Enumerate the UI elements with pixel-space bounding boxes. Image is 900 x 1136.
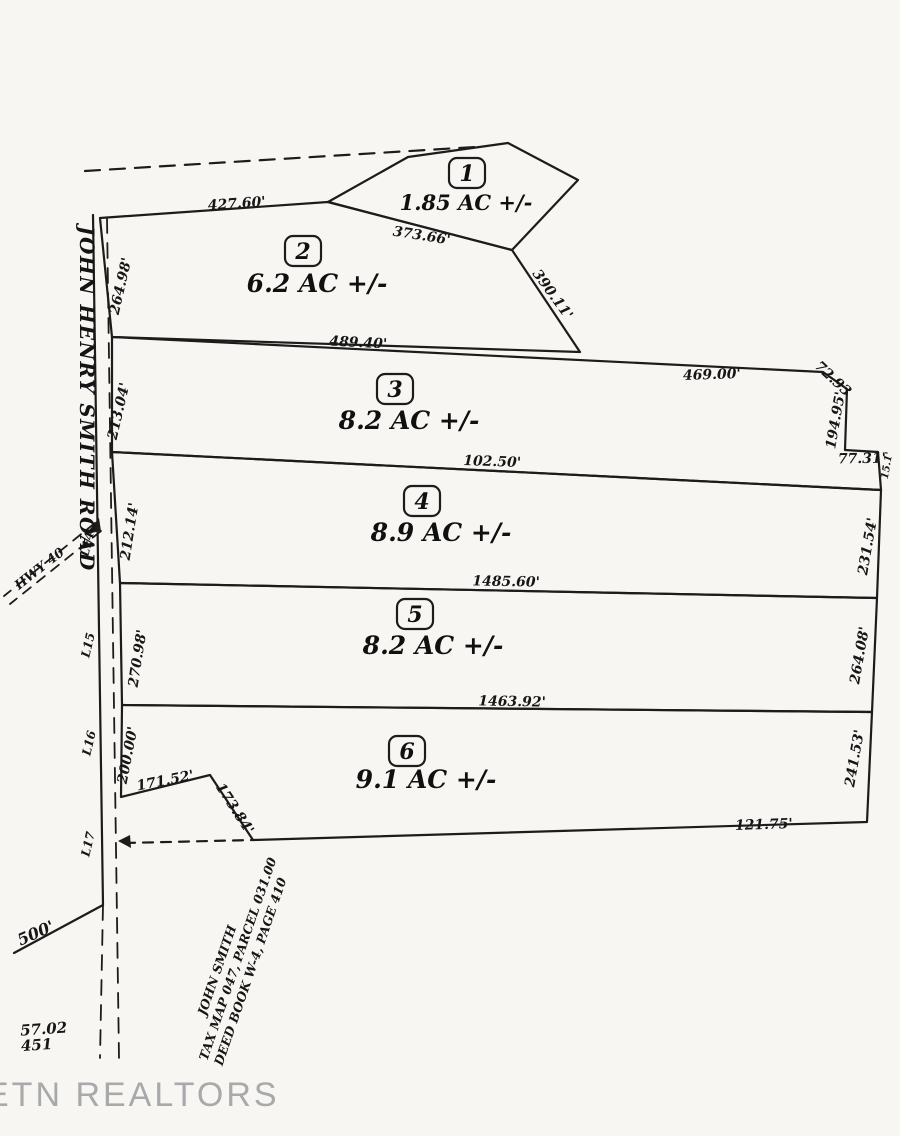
dim-lot5-right: 264.08' (847, 625, 873, 686)
road-fork-line (12, 903, 105, 955)
adjoining-map-parcel: TAX MAP 047, PARCEL 031.00 (196, 855, 280, 1062)
dim-lot5-bottom: 1463.92' (478, 693, 546, 710)
dim-lot3-left: 213.04' (105, 381, 134, 442)
lot-3-number: 3 (387, 377, 402, 403)
dim-lot2-top: 427.60' (207, 194, 266, 214)
lot-6-acreage: 9.1 AC +/- (356, 765, 497, 794)
dim-lot6-bottom: 121.75' (735, 816, 793, 834)
lot-5-number-box (395, 597, 435, 631)
dim-lot2-left: 264.98' (107, 256, 136, 317)
dim-lot3-top: 489.40' (329, 334, 388, 353)
lot-1-number-box (447, 156, 487, 190)
south-line-arrowhead (118, 835, 131, 848)
adjoining-parcel-note: JOHN SMITH TAX MAP 047, PARCEL 031.00 DE… (194, 855, 290, 1068)
dim-lot4-bottom: 1485.60' (472, 573, 540, 590)
reference-number: 451 (20, 1035, 52, 1055)
highway-spur-dashed-line-2 (9, 530, 102, 605)
highway-spur-dashed-line-1 (3, 522, 96, 597)
dim-lot3-top-right: 469.00' (683, 366, 741, 384)
highway-spur-arrowhead (86, 518, 101, 534)
line-label-l16: L16 (79, 729, 99, 758)
road-centerline-dashed (106, 217, 120, 1059)
dim-lot4-left: 212.14' (117, 502, 142, 563)
lot-6-number-box (387, 734, 427, 768)
dim-lot6-left: 200.00' (115, 725, 142, 786)
reference-code: 57.02 (20, 1018, 68, 1039)
road-west-edge-line (91, 213, 105, 907)
road-west-edge-dashed-continuation (99, 904, 104, 1059)
lot-3-number-box (375, 372, 415, 406)
dim-lot6-right: 241.53' (842, 728, 868, 789)
dim-lot5-left: 270.98' (125, 629, 150, 690)
north-boundary-dashed-line (83, 145, 477, 173)
realtor-watermark: ETN REALTORS (0, 1076, 280, 1114)
line-label-l14: L14 (77, 530, 97, 559)
dim-lot6-notch-lower: 173.84' (212, 780, 257, 837)
dim-lot6-notch-upper: 171.52' (135, 768, 195, 795)
dim-lot1-bottom: 373.66' (392, 224, 452, 249)
lot-4-number-box (402, 484, 442, 518)
dim-lot3-step-v: 15.1' (880, 451, 896, 480)
road-name-label: JOHN HENRY SMITH ROAD (75, 222, 99, 572)
lot-6-south-dashed-segment (123, 838, 255, 845)
lot-5-number: 5 (407, 602, 422, 628)
lot-3-acreage: 8.2 AC +/- (338, 406, 480, 435)
lot-1-number: 1 (459, 161, 474, 187)
dim-road-south: 500' (14, 917, 57, 950)
lot-5-acreage: 8.2 AC +/- (362, 631, 504, 660)
line-label-l17: L17 (78, 830, 98, 859)
dim-lot3-step-h: 77.31' (838, 451, 886, 468)
line-label-l15: L15 (78, 631, 98, 660)
lot-2-number-box (283, 234, 323, 268)
lot-1-acreage: 1.85 AC +/- (400, 190, 533, 215)
lot-2-acreage: 6.2 AC +/- (247, 269, 388, 298)
lot-4-number: 4 (414, 489, 429, 515)
dim-lot3-bottom: 102.50' (463, 453, 521, 471)
lot-6-number: 6 (399, 739, 414, 765)
dim-lot1-diagonal: 390.11' (529, 267, 576, 323)
highway-label: HWY 40 (11, 545, 67, 594)
lot-2-boundary (98, 200, 582, 354)
lot-4-acreage: 8.9 AC +/- (370, 518, 512, 547)
lot-2-number: 2 (294, 239, 310, 265)
